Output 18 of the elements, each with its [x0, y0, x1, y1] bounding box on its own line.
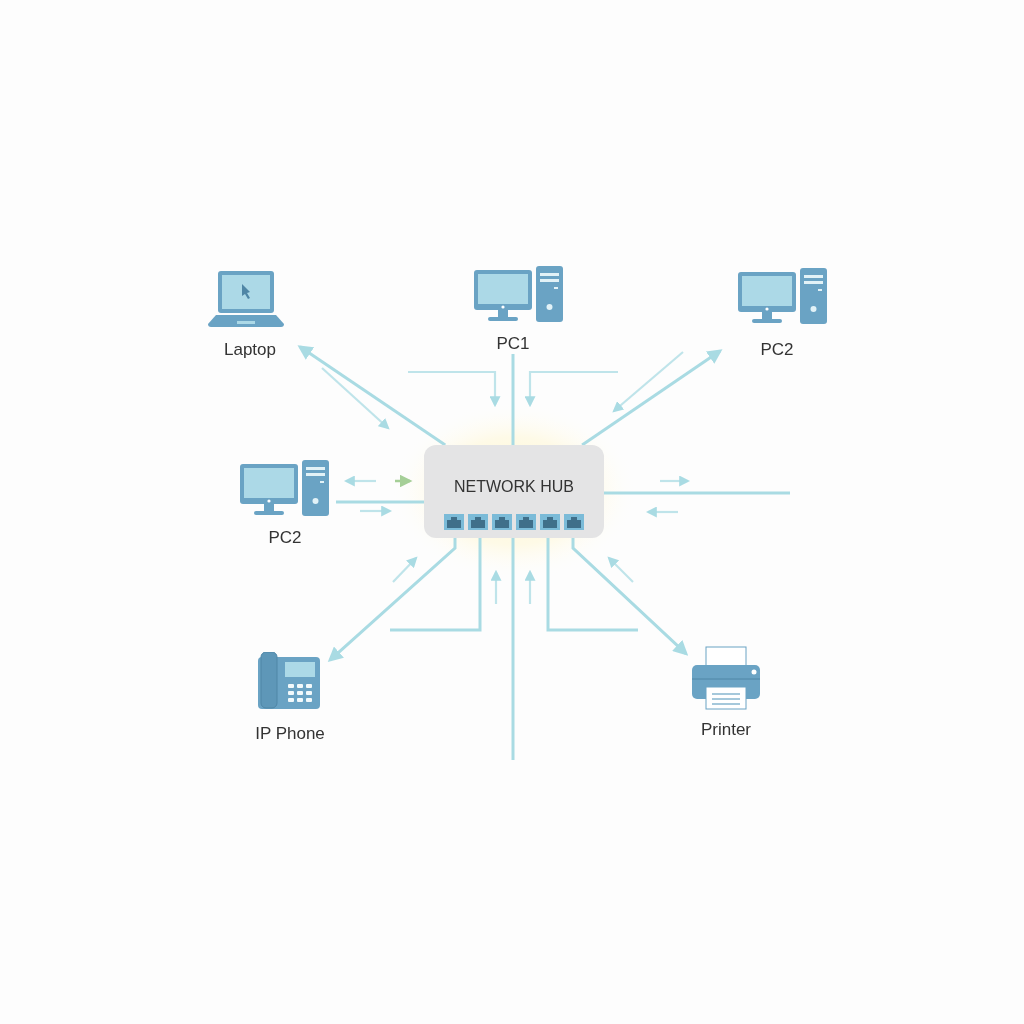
- device-label: NETWORK HUB: [454, 478, 574, 496]
- device-label: PC2: [760, 340, 794, 360]
- connection-line: [511, 538, 515, 760]
- device-label: Printer: [700, 720, 752, 740]
- connection-line: [546, 538, 638, 632]
- hub-box: [424, 445, 604, 538]
- connection-line: [511, 354, 515, 445]
- device-label: Laptop: [224, 340, 276, 360]
- connection-line: [604, 491, 790, 495]
- device-label: PC1: [496, 334, 530, 354]
- arrow: [297, 345, 447, 447]
- device-label: PC2: [268, 528, 302, 548]
- device-label: IP Phone: [255, 724, 325, 744]
- connection-line: [390, 538, 482, 632]
- connection-line: [336, 500, 424, 504]
- arrow: [571, 538, 689, 656]
- arrow: [581, 349, 723, 447]
- arrow: [327, 538, 457, 663]
